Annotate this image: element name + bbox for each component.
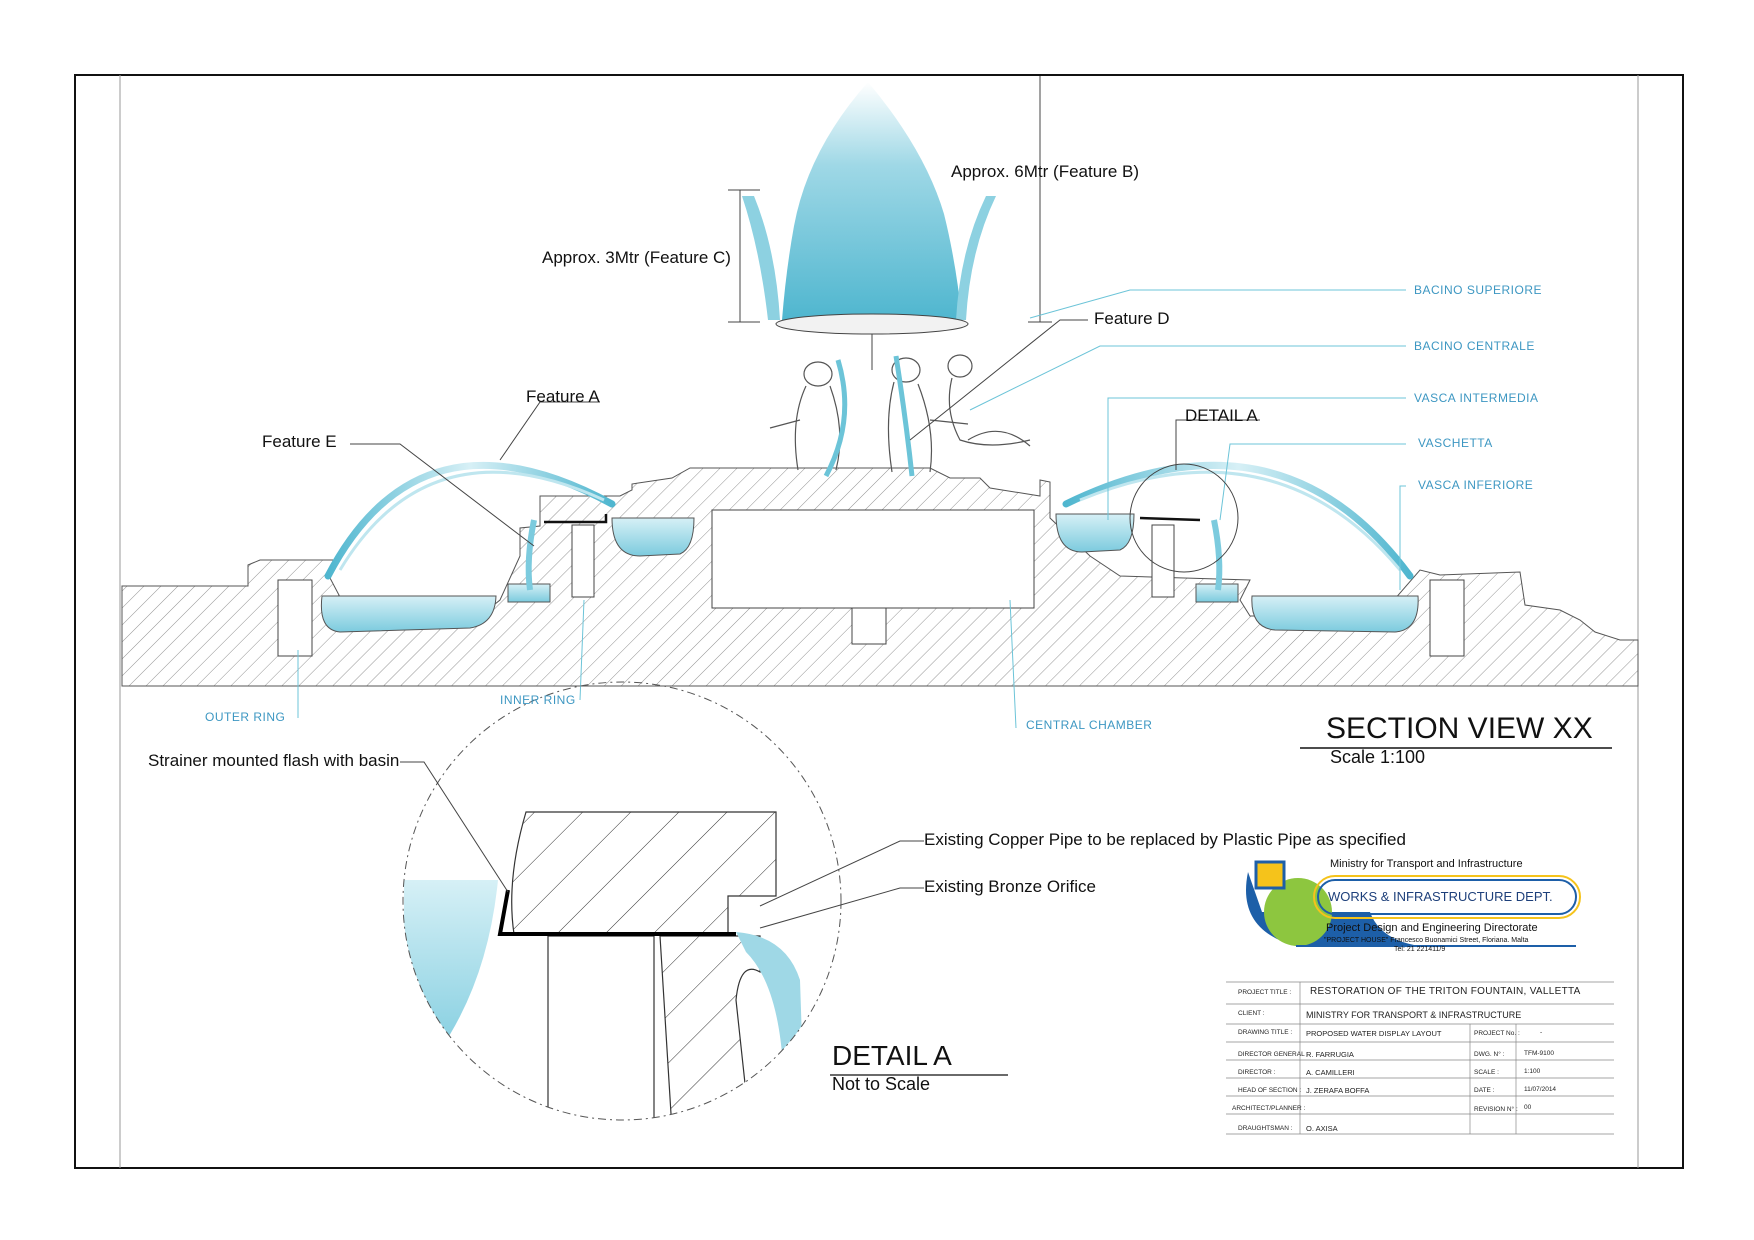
tb-project-title-label: PROJECT TITLE : (1238, 989, 1292, 996)
section-masonry (121, 467, 1639, 687)
vasca-intermedia-left (611, 517, 695, 557)
tb-project-no: - (1540, 1029, 1543, 1036)
outer-ring-left (277, 579, 313, 657)
tb-project-title: RESTORATION OF THE TRITON FOUNTAIN, VALL… (1310, 986, 1581, 997)
tb-director-label: DIRECTOR : (1238, 1069, 1276, 1076)
detail-circle (402, 681, 842, 1121)
tb-draughtsman-label: DRAUGHTSMAN : (1238, 1125, 1293, 1132)
label-vaschetta: VASCHETTA (1418, 436, 1493, 450)
tb-director: A. CAMILLERI (1306, 1068, 1355, 1077)
tb-date: 11/07/2014 (1524, 1086, 1557, 1093)
logo-dept: WORKS & INFRASTRUCTURE DEPT. (1328, 889, 1553, 904)
tb-revision: 00 (1524, 1104, 1532, 1111)
vasca-inferiore-right (1251, 595, 1419, 633)
detail-masonry-right (659, 935, 761, 1120)
central-chamber (711, 509, 1035, 609)
tb-director-general: R. FARRUGIA (1306, 1050, 1354, 1059)
tb-architect-label: ARCHITECT/PLANNER : (1232, 1105, 1306, 1112)
tb-client-label: CLIENT : (1238, 1010, 1265, 1017)
tb-head: J. ZERAFA BOFFA (1306, 1086, 1370, 1095)
vasca-intermedia-right (1055, 513, 1135, 553)
detail-water-basin (404, 880, 498, 1070)
section-view-scale: Scale 1:100 (1330, 747, 1426, 767)
label-central-chamber: CENTRAL CHAMBER (1026, 718, 1153, 732)
detail-a-title: DETAIL A (832, 1040, 952, 1071)
label-outer-ring: OUTER RING (205, 710, 286, 724)
label-feature-a: Feature A (526, 387, 600, 406)
sheet-border (74, 74, 1684, 1169)
logo-directorate: Project Design and Engineering Directora… (1326, 922, 1538, 934)
vasca-inferiore-left (320, 595, 497, 633)
title-block (1226, 981, 1614, 1135)
tb-drawing-title: PROPOSED WATER DISPLAY LAYOUT (1306, 1029, 1442, 1038)
label-bacino-superiore: BACINO SUPERIORE (1414, 283, 1543, 297)
detail-leaders (400, 761, 924, 929)
tb-project-no-label: PROJECT No. : (1474, 1030, 1520, 1037)
tb-drawing-title-label: DRAWING TITLE : (1238, 1029, 1293, 1036)
label-bacino-centrale: BACINO CENTRALE (1414, 339, 1535, 353)
tb-client: MINISTRY FOR TRANSPORT & INFRASTRUCTURE (1306, 1010, 1522, 1020)
detail-a-scale: Not to Scale (832, 1074, 931, 1094)
blue-leader-lines (297, 289, 1406, 729)
bacino-superiore (775, 313, 969, 335)
fall-jet-right (1211, 519, 1223, 591)
detail-a-enlarged (404, 811, 804, 1120)
leader-lines (350, 319, 1260, 547)
logo-graphic (1246, 860, 1581, 947)
label-detail-a-tag: DETAIL A (1185, 406, 1258, 425)
logo-ministry: Ministry for Transport and Infrastructur… (1330, 858, 1523, 870)
tb-scale-label: SCALE : (1474, 1069, 1499, 1076)
tb-dwg-no-label: DWG. N° : (1474, 1051, 1505, 1058)
arc-jet-right-inner (1079, 470, 1402, 571)
arc-jet-right-outer (1062, 461, 1414, 580)
label-feature-d: Feature D (1094, 309, 1170, 328)
label-strainer: Strainer mounted flash with basin (148, 751, 400, 770)
inner-ring-left (571, 524, 595, 598)
inner-ring-right (1151, 524, 1175, 598)
label-feature-b: Approx. 6Mtr (Feature B) (951, 162, 1140, 181)
label-vasca-inferiore: VASCA INFERIORE (1418, 478, 1534, 492)
triton-figures (769, 354, 1031, 473)
spray-feature-c-left (742, 196, 780, 320)
tb-draughtsman: O. AXISA (1306, 1124, 1338, 1133)
tb-director-general-label: DIRECTOR GENERAL : (1238, 1051, 1309, 1058)
detail-pipe (497, 889, 736, 936)
label-inner-ring: INNER RING (500, 693, 576, 707)
tb-dwg-no: TFM-9100 (1524, 1050, 1554, 1057)
pipe-right (1139, 516, 1201, 522)
detail-a-marker (1129, 463, 1239, 573)
spray-feature-c-right (956, 196, 996, 320)
label-vasca-intermedia: VASCA INTERMEDIA (1414, 391, 1539, 405)
drain-stub (851, 607, 887, 645)
outer-ring-right (1429, 579, 1465, 657)
spray-feature-b (782, 82, 962, 320)
arc-jet-left-inner (338, 470, 605, 571)
logo-address: "PROJECT HOUSE" Francesco Buonamici Stre… (1324, 937, 1529, 944)
arc-jet-left-outer (324, 462, 616, 580)
figure-water-right (893, 355, 915, 477)
tb-head-label: HEAD OF SECTION : (1238, 1087, 1302, 1094)
tb-scale: 1:100 (1524, 1068, 1541, 1075)
tb-revision-label: REVISION N° : (1474, 1106, 1518, 1113)
label-feature-c: Approx. 3Mtr (Feature C) (542, 248, 731, 267)
detail-masonry-lower (547, 935, 655, 1120)
label-copper-pipe: Existing Copper Pipe to be replaced by P… (924, 830, 1406, 849)
logo-square-yellow (1256, 862, 1284, 888)
tb-date-label: DATE : (1474, 1087, 1495, 1094)
figure-water-left (823, 359, 848, 478)
label-bronze-orifice: Existing Bronze Orifice (924, 877, 1096, 896)
logo-tel: Tel: 21 221411/9 (1394, 946, 1446, 953)
dimension-lines (728, 76, 1052, 323)
pipe-left (544, 514, 608, 524)
logo-pill-outline (1317, 879, 1577, 915)
label-feature-e: Feature E (262, 432, 337, 451)
section-view-title: SECTION VIEW XX (1326, 712, 1593, 745)
fall-jet-left (525, 519, 537, 591)
detail-masonry (511, 811, 777, 935)
